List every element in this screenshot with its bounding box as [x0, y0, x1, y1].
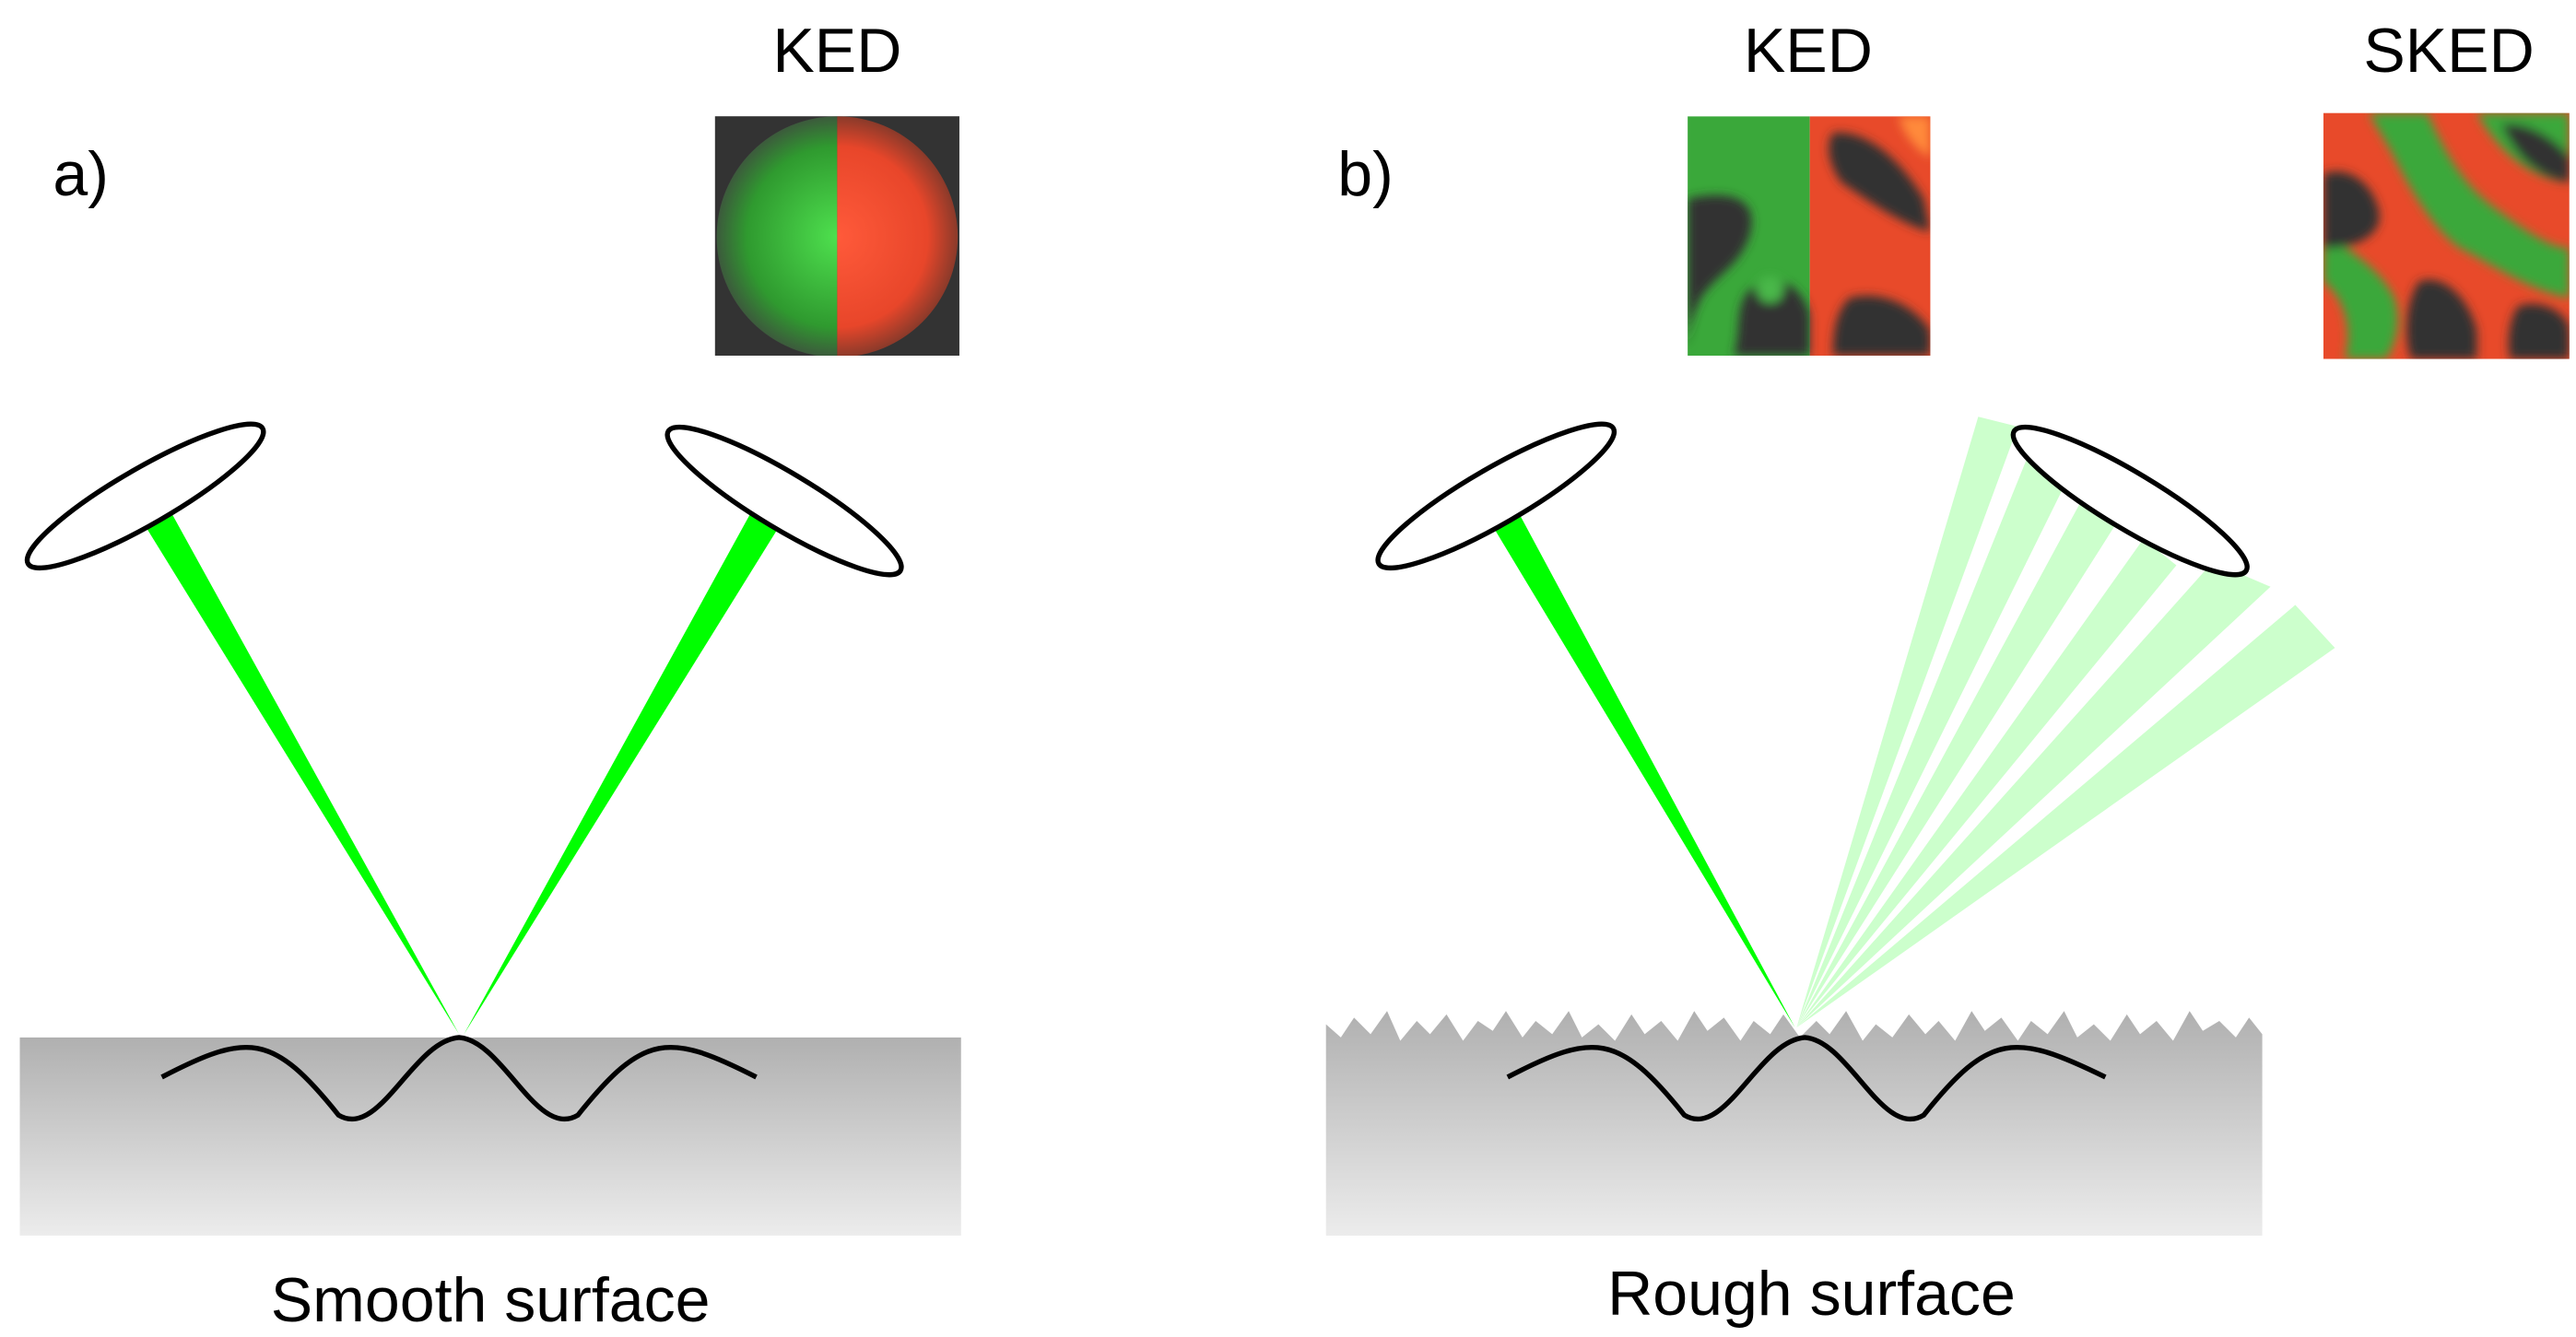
smooth-surface-caption: Smooth surface: [271, 1265, 711, 1335]
panel-b-label: b): [1337, 139, 1394, 209]
panel-a: a) KED Smooth surface: [19, 16, 961, 1335]
smooth-surface: [19, 1037, 961, 1236]
rough-surface: [1325, 1011, 2263, 1236]
lens-incident-b: [1375, 421, 1617, 571]
lens-detector-a: [665, 424, 904, 578]
lens-detector-b: [2010, 424, 2250, 578]
sked-map-rough: [2323, 112, 2570, 359]
lens-incident-a: [24, 421, 266, 571]
incident-beam-b: [1489, 507, 1795, 1028]
panel-a-inset-title: KED: [772, 16, 901, 86]
panel-a-label: a): [53, 139, 109, 209]
panel-b-ked-title: KED: [1744, 16, 1873, 86]
ked-map-smooth: [714, 116, 959, 356]
incident-beam-a: [142, 507, 460, 1035]
ked-map-rough: [1688, 116, 1931, 356]
reflected-beam-a: [464, 506, 783, 1035]
scattered-beams: [1796, 416, 2335, 1028]
panel-b-sked-title: SKED: [2363, 16, 2534, 86]
surface-profile-b: [1506, 1035, 2107, 1121]
rough-surface-caption: Rough surface: [1607, 1259, 2016, 1329]
panel-b: b) KED SKED: [1325, 16, 2570, 1329]
surface-profile-a: [160, 1035, 758, 1121]
